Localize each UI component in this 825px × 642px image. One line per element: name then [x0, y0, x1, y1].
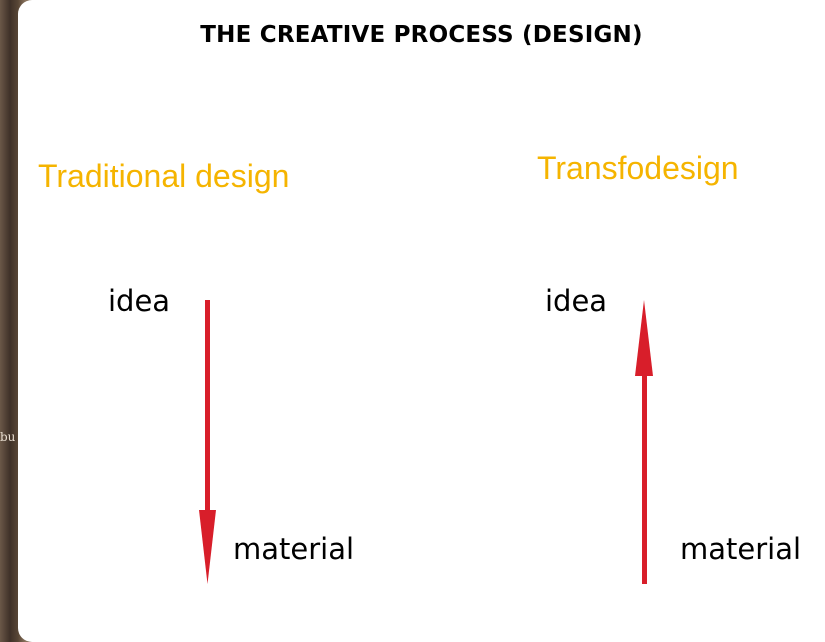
down-arrow-shaft: [205, 300, 210, 514]
background-edge-text: bu: [0, 430, 16, 444]
down-arrow-head: [199, 510, 216, 584]
up-arrow-shaft: [642, 372, 647, 584]
left-idea-label: idea: [108, 284, 171, 318]
slide-title: THE CREATIVE PROCESS (DESIGN): [200, 22, 643, 48]
slide-canvas: [18, 0, 825, 642]
right-idea-label: idea: [545, 284, 608, 318]
down-arrow-icon: [199, 300, 216, 584]
up-arrow-icon: [635, 300, 653, 584]
up-arrow-head: [635, 300, 653, 376]
left-material-label: material: [233, 532, 355, 566]
transfodesign-heading: Transfodesign: [537, 150, 739, 186]
traditional-design-heading: Traditional design: [38, 158, 290, 194]
right-material-label: material: [680, 532, 802, 566]
